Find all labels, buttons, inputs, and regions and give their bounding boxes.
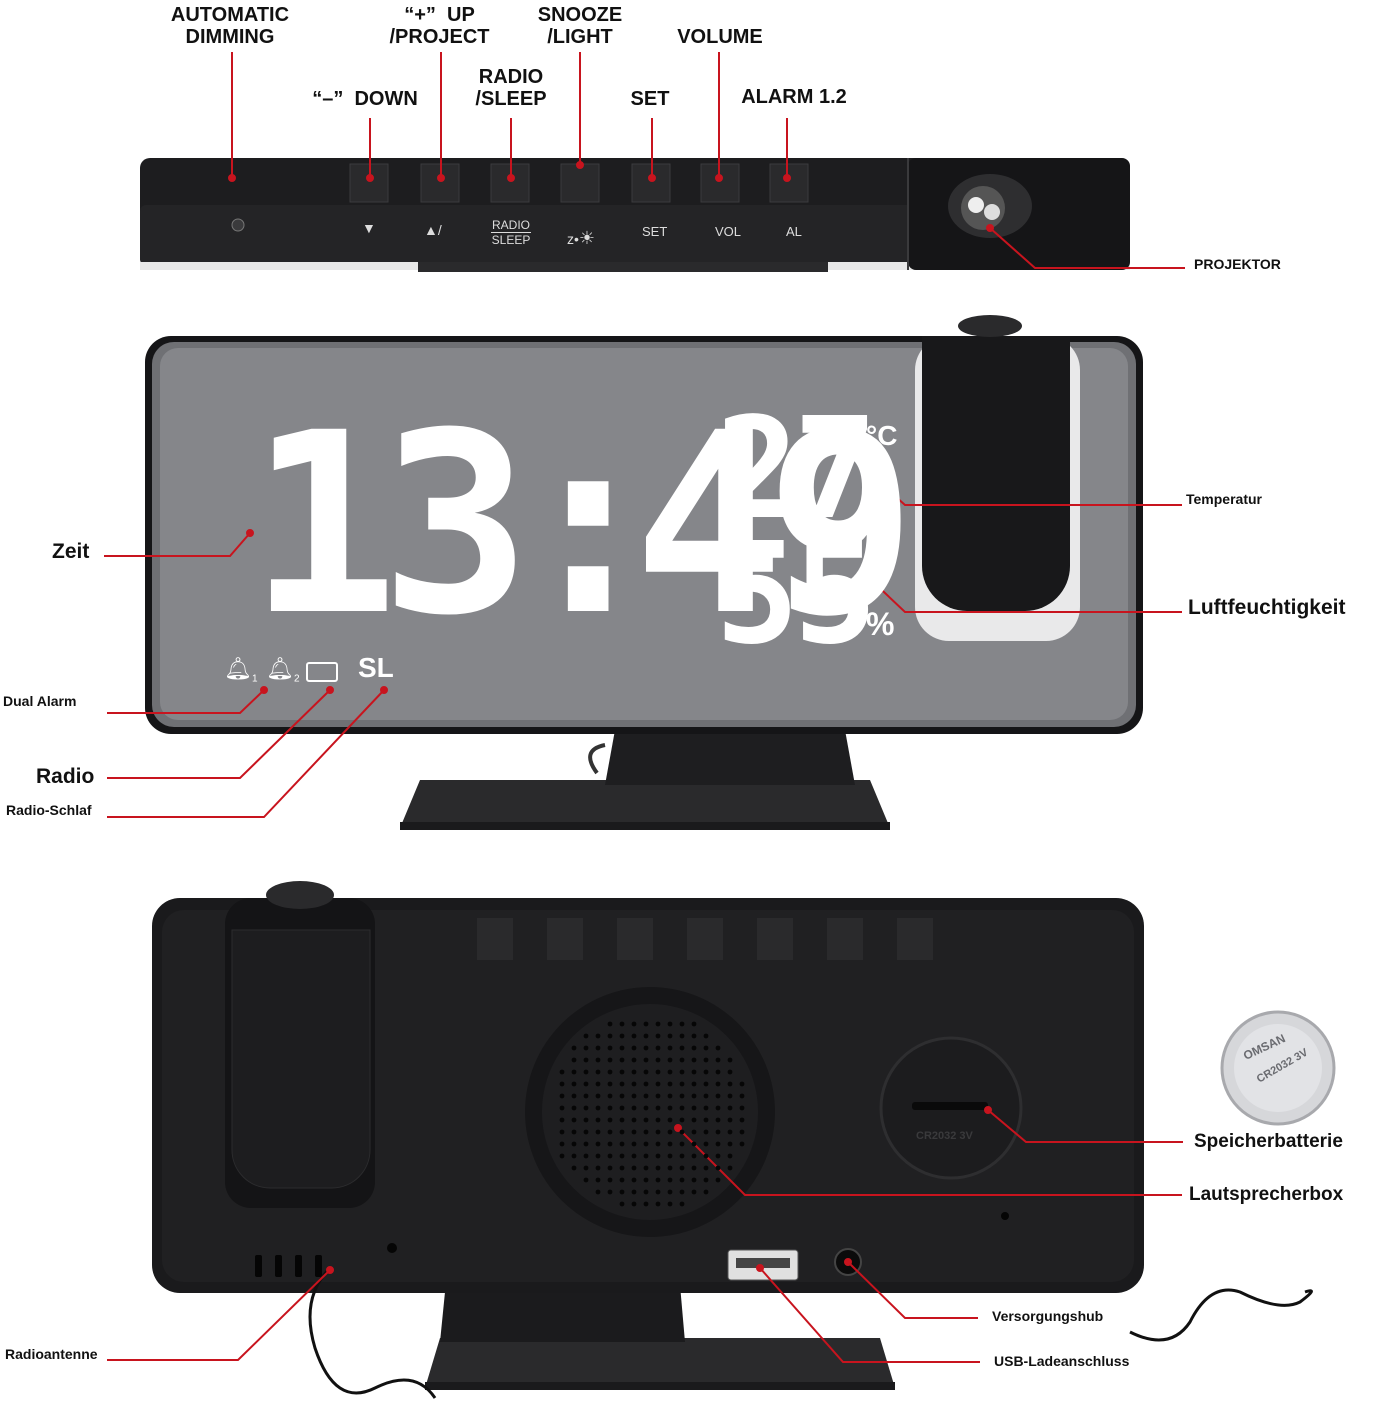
label-radioantenne: Radioantenne (5, 1346, 98, 1362)
radio-sleep-glyph: RADIO SLEEP (491, 218, 531, 247)
sleep-indicator: SL (358, 652, 394, 683)
label-usb: USB-Ladeanschluss (994, 1353, 1130, 1369)
temperature-unit: °C (866, 420, 898, 451)
label-lautsprecherbox: Lautsprecherbox (1189, 1184, 1344, 1205)
display-humidity: 55 (715, 513, 878, 676)
label-projektor: PROJEKTOR (1194, 256, 1281, 272)
set-glyph: SET (642, 224, 668, 239)
label-down: “–” DOWN (312, 88, 418, 110)
al-glyph: AL (786, 224, 802, 239)
label-radio-schlaf: Radio-Schlaf (6, 802, 92, 818)
sun-icon: ☀ (578, 228, 596, 248)
speaker-grille-icon (525, 987, 775, 1237)
front-device (145, 315, 1143, 830)
time-minutes: 49 (633, 379, 917, 670)
label-speicherbatterie: Speicherbatterie (1194, 1131, 1343, 1152)
label-alarm: ALARM 1.2 (741, 86, 847, 108)
display-time: 13:49 (248, 400, 917, 650)
snooze-glyph: z•☀ (567, 228, 595, 249)
alarm1-number: 1 (251, 673, 258, 685)
label-radio: Radio (36, 765, 95, 788)
projector-lens-icon (948, 174, 1032, 238)
display-temperature: 27 (715, 388, 878, 551)
label-snooze-light: SNOOZE /LIGHT (537, 4, 623, 48)
vol-glyph: VOL (715, 224, 742, 239)
radio-icon (306, 662, 338, 682)
down-glyph: ▼ (362, 220, 376, 236)
label-luftfeuchtigkeit: Luftfeuchtigkeit (1188, 596, 1346, 619)
up-glyph: ▲/ (424, 222, 442, 238)
compartment-text: CR2032 3V (916, 1130, 973, 1142)
label-set: SET (630, 88, 670, 110)
light-sensor-icon (231, 218, 245, 232)
alarm1-bell-icon: 🔔︎1 (224, 656, 258, 685)
label-temperatur: Temperatur (1186, 491, 1262, 507)
label-versorgungshub: Versorgungshub (992, 1308, 1104, 1324)
coin-battery-icon (1220, 1010, 1336, 1126)
top-leader-lines (228, 52, 1185, 269)
radio-glyph-text: RADIO (491, 218, 531, 233)
snooze-glyph-text: z• (567, 231, 579, 247)
label-volume: VOLUME (677, 26, 763, 48)
alarm2-number: 2 (293, 673, 300, 685)
battery-compartment-icon (879, 1036, 1023, 1180)
label-dual-alarm: Dual Alarm (3, 693, 77, 709)
front-leader-lines (104, 466, 1182, 818)
sleep-glyph-text: SLEEP (491, 233, 531, 247)
speaker-holes (559, 1021, 745, 1207)
power-cable-icon (1129, 1288, 1313, 1342)
back-leader-lines (107, 1106, 1183, 1363)
label-radio-sleep: RADIO /SLEEP (475, 66, 547, 110)
humidity-unit: % (866, 606, 895, 642)
time-hours: 13 (248, 379, 531, 670)
top-buttons (349, 163, 809, 203)
time-colon: : (513, 379, 663, 670)
label-zeit: Zeit (52, 540, 90, 563)
label-up-project: “+” UP /PROJECT (389, 4, 490, 48)
alarm2-bell-icon: 🔔︎2 (266, 656, 300, 685)
label-automatic-dimming: AUTOMATIC DIMMING (170, 4, 290, 48)
